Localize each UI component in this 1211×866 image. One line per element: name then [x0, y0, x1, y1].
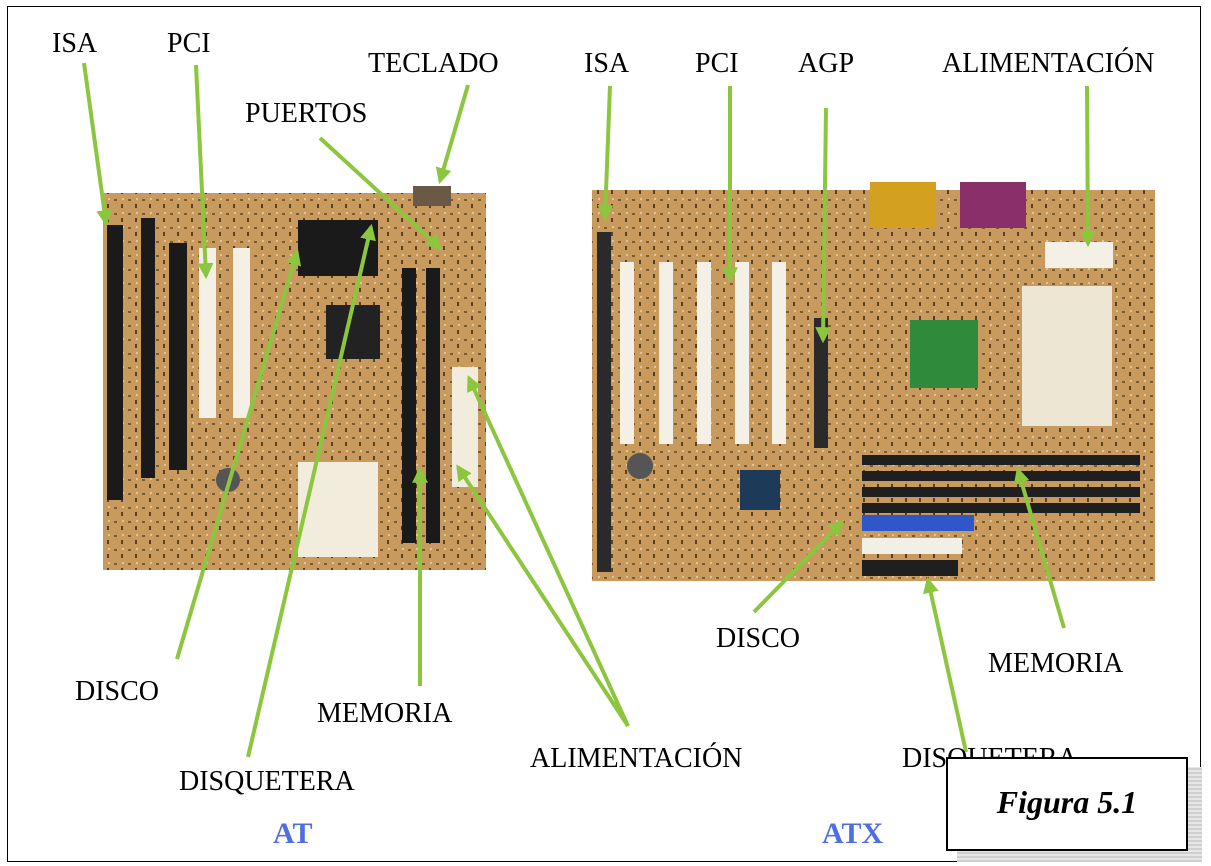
label-at-teclado: TECLADO — [368, 50, 499, 78]
title-atx: ATX — [822, 819, 883, 849]
label-at-pci: PCI — [167, 30, 211, 58]
label-atx-memoria: MEMORIA — [988, 650, 1123, 678]
label-at-isa: ISA — [52, 30, 97, 58]
label-atx-agp: AGP — [798, 50, 854, 78]
title-at: AT — [273, 819, 312, 849]
arrow-atx-disquetera — [928, 580, 966, 752]
label-at-disco: DISCO — [75, 678, 159, 706]
label-atx-alimentacion: ALIMENTACIÓN — [942, 50, 1154, 78]
label-at-memoria: MEMORIA — [317, 700, 452, 728]
at-motherboard-image — [103, 186, 486, 570]
label-alimentacion-shared: ALIMENTACIÓN — [530, 745, 742, 773]
label-atx-disco: DISCO — [716, 625, 800, 653]
arrow-at-teclado — [440, 85, 468, 181]
arrow-at-isa — [84, 63, 106, 223]
label-atx-pci: PCI — [695, 50, 739, 78]
label-at-disquetera: DISQUETERA — [179, 768, 355, 796]
label-atx-isa: ISA — [584, 50, 629, 78]
label-at-puertos: PUERTOS — [245, 100, 367, 128]
arrow-atx-alimentacion — [1087, 86, 1088, 244]
figure-caption: Figura 5.1 — [948, 786, 1186, 818]
atx-motherboard-image — [592, 182, 1155, 581]
figure-caption-box: Figura 5.1 — [946, 757, 1188, 851]
